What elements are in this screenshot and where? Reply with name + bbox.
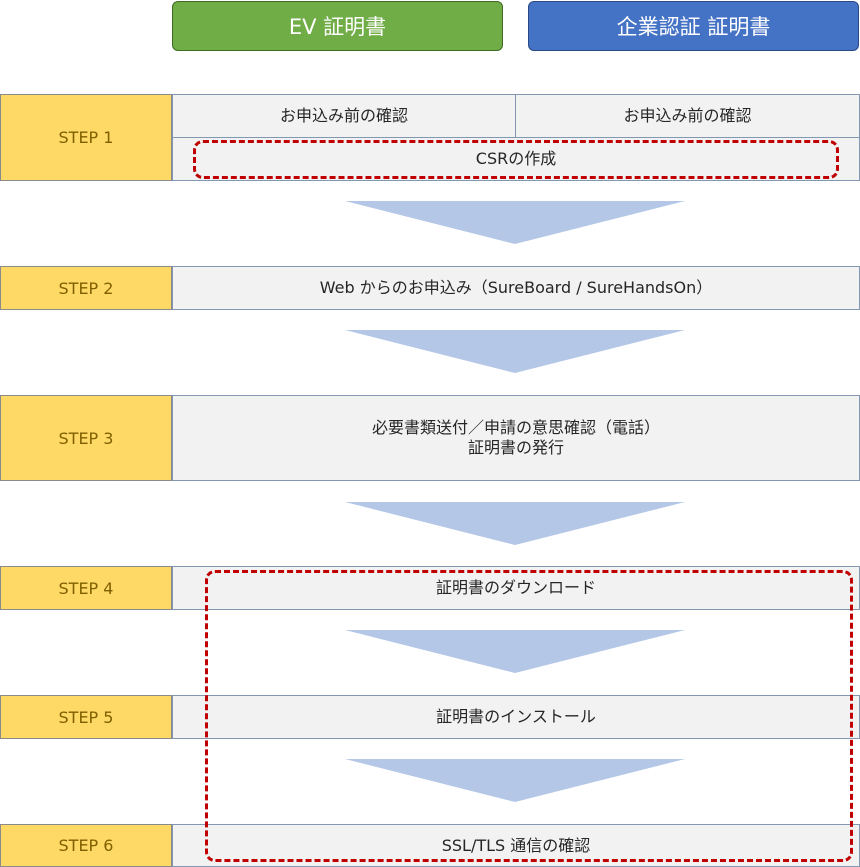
- step-1-ov-text: お申込み前の確認: [623, 106, 752, 125]
- step-1-ev-cell: お申込み前の確認: [172, 94, 516, 138]
- step-1-shared-text: CSRの作成: [475, 149, 557, 168]
- step-4-text: 証明書のダウンロード: [435, 578, 596, 597]
- step-3-text-line1: 必要書類送付／申請の意思確認（電話）: [371, 418, 660, 437]
- ev-certificate-label: EV 証明書: [288, 15, 387, 39]
- down-arrow-icon: [345, 201, 685, 244]
- ov-certificate-header: 企業認証 証明書: [528, 1, 859, 51]
- step-6-row: STEP 6 SSL/TLS 通信の確認: [0, 824, 860, 867]
- step-2-label-text: STEP 2: [58, 278, 114, 298]
- step-6-text: SSL/TLS 通信の確認: [441, 835, 591, 855]
- step-1-row: STEP 1 お申込み前の確認 お申込み前の確認 CSRの作成: [0, 94, 860, 181]
- down-arrow-icon: [345, 630, 685, 673]
- step-5-cell: 証明書のインストール: [172, 695, 860, 739]
- step-3-label: STEP 3: [0, 395, 172, 481]
- step-3-label-text: STEP 3: [58, 428, 114, 448]
- step-1-ev-text: お申込み前の確認: [279, 106, 408, 125]
- down-arrow-icon: [345, 502, 685, 545]
- step-3-text-line2: 証明書の発行: [467, 438, 564, 457]
- step-6-label: STEP 6: [0, 824, 172, 867]
- down-arrow-icon: [345, 330, 685, 373]
- step-1-ov-cell: お申込み前の確認: [515, 94, 860, 138]
- down-arrow-icon: [345, 759, 685, 802]
- step-3-row: STEP 3 必要書類送付／申請の意思確認（電話） 証明書の発行: [0, 395, 860, 481]
- step-5-label-text: STEP 5: [58, 707, 114, 727]
- step-2-text: Web からのお申込み（SureBoard / SureHandsOn）: [319, 278, 713, 297]
- step-1-label: STEP 1: [0, 94, 172, 181]
- step-6-cell: SSL/TLS 通信の確認: [172, 824, 860, 867]
- step-6-label-text: STEP 6: [58, 836, 114, 855]
- step-5-text: 証明書のインストール: [436, 707, 596, 726]
- step-3-cell: 必要書類送付／申請の意思確認（電話） 証明書の発行: [172, 395, 860, 481]
- step-4-row: STEP 4 証明書のダウンロード: [0, 566, 860, 610]
- ev-certificate-header: EV 証明書: [172, 1, 503, 51]
- step-1-label-text: STEP 1: [58, 128, 114, 147]
- ov-certificate-label: 企業認証 証明書: [616, 15, 771, 39]
- step-2-row: STEP 2 Web からのお申込み（SureBoard / SureHands…: [0, 266, 860, 310]
- step-2-label: STEP 2: [0, 266, 172, 310]
- step-4-label: STEP 4: [0, 566, 172, 610]
- step-4-label-text: STEP 4: [58, 578, 114, 598]
- step-4-cell: 証明書のダウンロード: [172, 566, 860, 610]
- step-5-row: STEP 5 証明書のインストール: [0, 695, 860, 739]
- step-2-cell: Web からのお申込み（SureBoard / SureHandsOn）: [172, 266, 860, 310]
- step-5-label: STEP 5: [0, 695, 172, 739]
- step-1-shared-cell: CSRの作成: [172, 137, 860, 181]
